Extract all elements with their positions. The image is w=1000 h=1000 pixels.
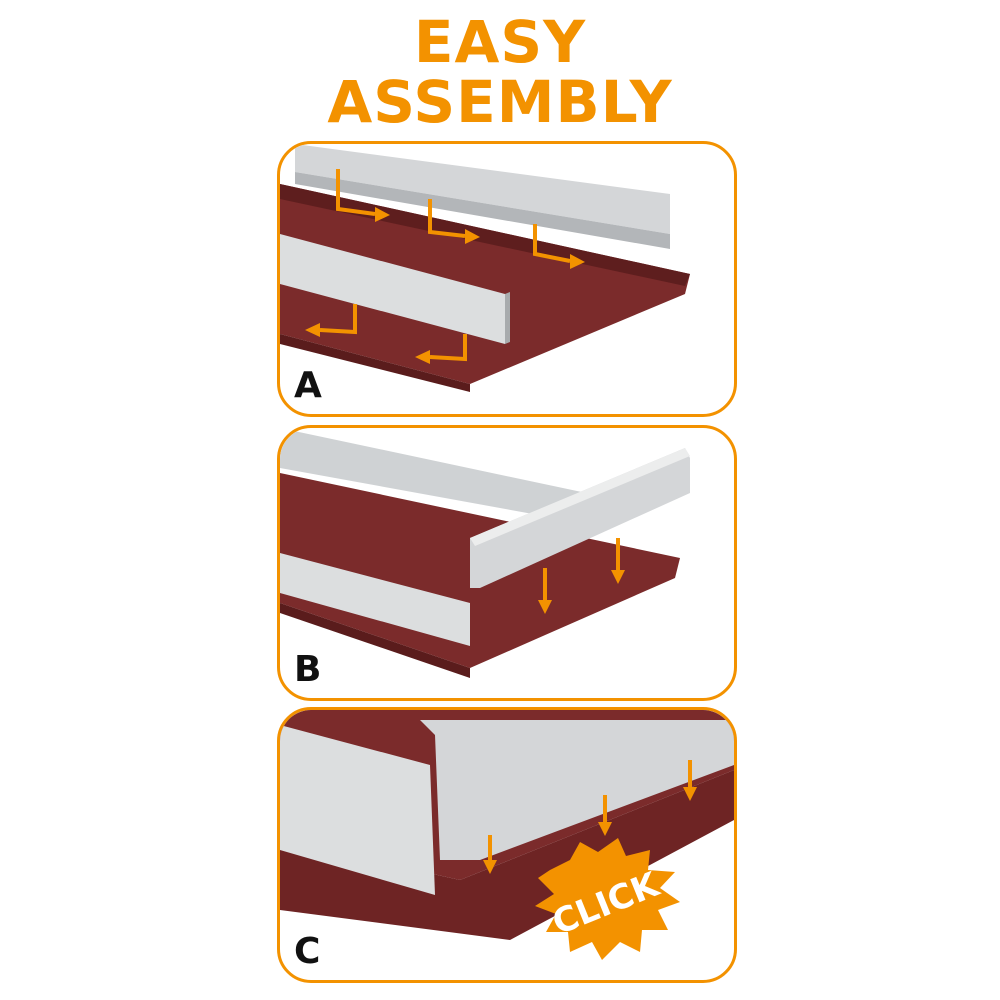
rail-side bbox=[420, 720, 734, 860]
arrows bbox=[319, 169, 571, 362]
arrows bbox=[543, 538, 620, 600]
click-burst bbox=[535, 838, 680, 960]
step-b-illustration bbox=[280, 428, 690, 678]
step-label: A bbox=[294, 365, 322, 406]
step-label: B bbox=[294, 649, 322, 690]
step-a-panel: A bbox=[277, 141, 737, 417]
tray bbox=[280, 184, 690, 384]
rail-front bbox=[280, 725, 435, 895]
title-line-1: EASY bbox=[413, 8, 587, 76]
title-line-2: ASSEMBLY bbox=[327, 68, 673, 136]
arrows bbox=[488, 760, 692, 860]
step-c-illustration: CLICK bbox=[280, 710, 734, 960]
step-b-panel: B bbox=[277, 425, 737, 701]
rail-side bbox=[470, 448, 690, 588]
step-label: C bbox=[294, 931, 321, 972]
step-a-illustration bbox=[280, 144, 690, 392]
step-c-panel: CLICK C bbox=[277, 707, 737, 983]
rail-back bbox=[295, 144, 670, 234]
rail-front bbox=[280, 234, 505, 344]
tray-rim bbox=[280, 184, 690, 286]
rail-front bbox=[280, 553, 470, 646]
rail-back bbox=[280, 428, 610, 528]
